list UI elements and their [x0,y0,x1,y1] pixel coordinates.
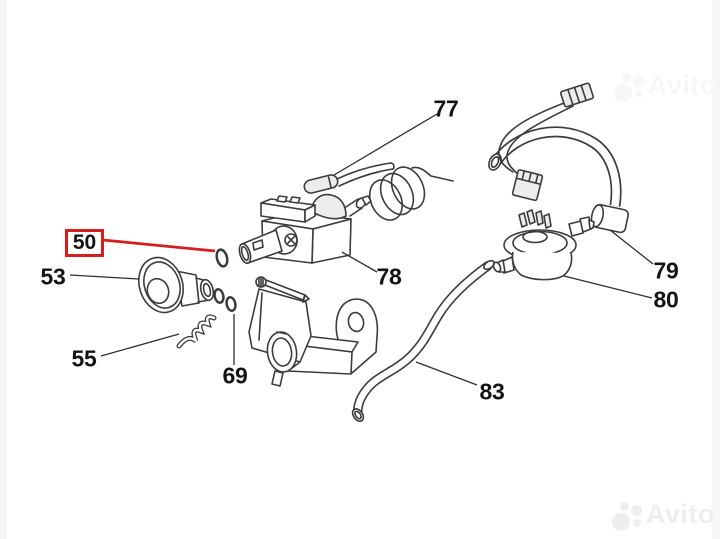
connector-top [559,82,595,108]
pressure-switch-80 [492,209,595,281]
tube-79 [488,126,629,234]
pump-mount-53 [137,256,215,314]
part-label-78: 78 [376,263,402,290]
leader-78 [341,251,378,273]
leader-55 [100,333,180,357]
leader-80 [563,275,653,299]
highlighted-part-label-50: 50 [65,229,104,257]
leader-53 [69,274,140,280]
pump-78 [238,193,372,264]
part-label-83: 83 [479,378,505,405]
avito-logo-icon [612,66,648,104]
watermark-avito-top: Avito [612,66,717,104]
watermark-text: Avito [648,70,717,100]
part-label-55: 55 [71,345,97,372]
tube-sleeve [590,203,629,234]
thermal-fuse-77 [303,162,395,194]
pump-inlet [238,225,298,264]
pump-outlet [345,195,372,217]
part-label-69: 69 [222,362,248,389]
tube-83 [351,259,495,422]
highlight-leader-50 [102,238,216,253]
part-label-53: 53 [40,263,66,290]
watermark-avito-bottom: Avito [610,495,715,533]
part-label-80: 80 [653,286,679,313]
avito-logo-icon [610,495,646,533]
right-edge-strip [712,0,720,539]
bracket-screw [255,276,310,303]
part-label-79: 79 [653,257,679,284]
leader-lines [69,113,654,386]
o-rings-69 [213,288,237,312]
watermark-text: Avito [646,499,715,529]
o-ring-50 [215,248,229,268]
leader-77 [333,113,438,176]
left-edge-strip [0,0,7,539]
connector-bottom [511,169,544,202]
cable-harness [498,82,595,202]
leader-83 [415,361,478,386]
coil-spring [368,166,454,221]
leader-79 [609,229,654,265]
pump-dome [310,193,347,220]
part-label-77: 77 [433,95,459,122]
mounting-bracket [248,276,379,387]
retaining-clip-55 [176,314,217,349]
